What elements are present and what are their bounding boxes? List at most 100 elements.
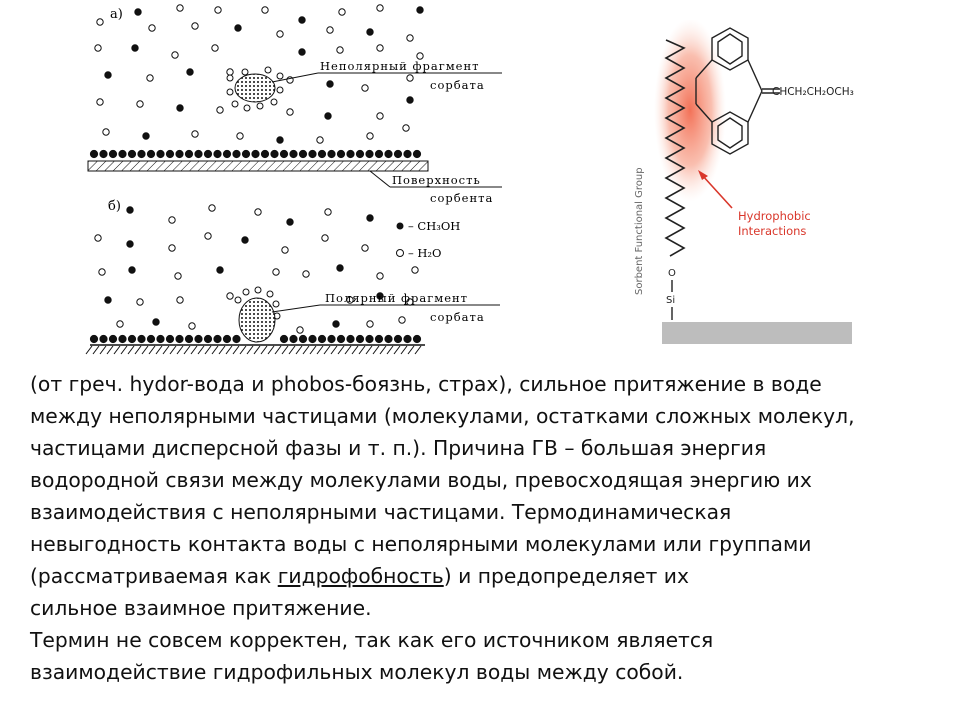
water-molecule <box>102 128 110 136</box>
adsorbed-methanol <box>165 334 175 344</box>
water-molecule <box>346 296 354 304</box>
water-molecule <box>146 74 154 82</box>
surface-a-adsorbed-layer <box>89 149 422 159</box>
adsorbed-methanol <box>317 334 327 344</box>
surface-b-adsorbed-layer <box>89 334 422 344</box>
adsorbed-methanol <box>213 149 222 159</box>
hydrophobic-label: Hydrophobic <box>738 209 811 223</box>
adsorbed-methanol <box>127 149 137 159</box>
text-line-7-end: ) и предопределяет их <box>443 564 689 588</box>
water-molecule <box>361 244 369 252</box>
text-line-10: взаимодействие гидрофильных молекул воды… <box>30 660 684 684</box>
water-molecule <box>96 18 104 26</box>
hydrophobicity-link[interactable]: гидрофобность <box>277 564 444 588</box>
adsorbed-methanol <box>89 334 99 344</box>
alkyl-chain <box>664 39 686 257</box>
water-molecule <box>254 208 262 216</box>
adsorbed-methanol <box>365 149 374 159</box>
methanol-molecule <box>376 292 384 300</box>
water-molecule <box>276 30 284 38</box>
adsorbed-methanol <box>108 334 118 344</box>
water-molecule <box>226 88 234 96</box>
water-molecule <box>276 86 284 94</box>
methanol-molecule <box>366 28 374 36</box>
methanol-molecule <box>326 80 334 88</box>
water-molecule <box>261 6 269 14</box>
adsorbed-methanol <box>355 334 365 344</box>
water-molecule <box>270 98 278 106</box>
water-molecule <box>136 298 144 306</box>
adsorbed-methanol <box>384 149 393 159</box>
adsorbed-methanol <box>146 149 156 159</box>
water-molecule <box>226 74 234 82</box>
adsorbed-methanol <box>298 149 308 159</box>
water-molecule <box>176 296 184 304</box>
adsorbed-methanol <box>393 334 403 344</box>
adsorbed-methanol <box>156 334 165 344</box>
adsorbed-methanol <box>270 149 279 159</box>
water-molecule <box>241 68 249 76</box>
hydrophobic-region-highlight <box>654 20 726 202</box>
water-molecule <box>208 204 216 212</box>
nonpolar-sorbate-molecule <box>234 73 276 103</box>
water-molecule <box>366 132 374 140</box>
water-molecule <box>204 232 212 240</box>
water-molecule <box>398 316 406 324</box>
water-molecule <box>231 100 239 108</box>
water-molecule <box>191 22 199 30</box>
water-molecule <box>234 296 242 304</box>
water-molecule <box>416 52 424 60</box>
adsorbed-methanol <box>108 149 118 159</box>
water-molecule <box>176 4 184 12</box>
adsorbed-methanol <box>241 149 251 159</box>
adsorbed-methanol <box>194 334 203 344</box>
hydrophobic-interaction-figure: CHCH₂CH₂OCH₃ Hydrophobic Interactions So… <box>634 20 854 344</box>
adsorbed-methanol <box>403 334 412 344</box>
methanol-molecule <box>234 24 242 32</box>
text-line-2: между неполярными частицами (молекулами,… <box>30 404 855 428</box>
methanol-molecule <box>366 214 374 222</box>
adsorbed-methanol <box>412 334 422 344</box>
nonpolar-label-leader <box>271 72 319 83</box>
aromatic-ring-system <box>695 27 780 155</box>
adsorbed-methanol <box>308 149 317 159</box>
adsorbed-methanol <box>346 334 355 344</box>
methanol-molecule <box>186 68 194 76</box>
text-line-7-start: (рассматриваемая как <box>30 564 278 588</box>
adsorbed-methanol <box>365 334 374 344</box>
water-molecule <box>286 108 294 116</box>
water-molecule <box>168 244 176 252</box>
adsorbed-methanol <box>127 334 137 344</box>
text-line-9: Термин не совсем корректен, так как его … <box>30 628 714 652</box>
water-molecule <box>296 326 304 334</box>
adsorbed-methanol <box>175 149 184 159</box>
adsorbed-methanol <box>374 334 384 344</box>
water-molecule <box>276 72 284 80</box>
methanol-molecule <box>286 218 294 226</box>
polar-sorbate-label: сорбата <box>430 310 485 324</box>
methanol-molecule <box>134 8 142 16</box>
definition-text: (от греч. hydor-вода и phobos-боязнь, ст… <box>30 368 960 688</box>
interaction-arrow <box>701 174 733 209</box>
water-molecule <box>188 322 196 330</box>
water-molecule <box>266 290 274 298</box>
water-molecule <box>171 51 179 59</box>
adsorbed-methanol <box>279 334 289 344</box>
adsorbed-methanol <box>260 149 270 159</box>
water-molecule <box>116 320 124 328</box>
water-molecule <box>406 74 414 82</box>
text-line-6: невыгодность контакта воды с неполярными… <box>30 532 812 556</box>
text-line-7: (рассматриваемая как гидрофобность) и пр… <box>30 560 960 592</box>
adsorbed-methanol <box>137 334 146 344</box>
nonpolar-sorbate-label: сорбата <box>430 78 485 92</box>
adsorbed-methanol <box>232 149 241 159</box>
polar-label-leader <box>271 304 321 313</box>
adsorbed-methanol <box>308 334 317 344</box>
silica-surface <box>662 322 852 344</box>
water-molecule <box>272 300 280 308</box>
adsorbed-methanol <box>175 334 184 344</box>
water-molecule <box>281 246 289 254</box>
adsorbed-methanol <box>222 334 232 344</box>
adsorbed-methanol <box>194 149 203 159</box>
water-molecule <box>361 84 369 92</box>
